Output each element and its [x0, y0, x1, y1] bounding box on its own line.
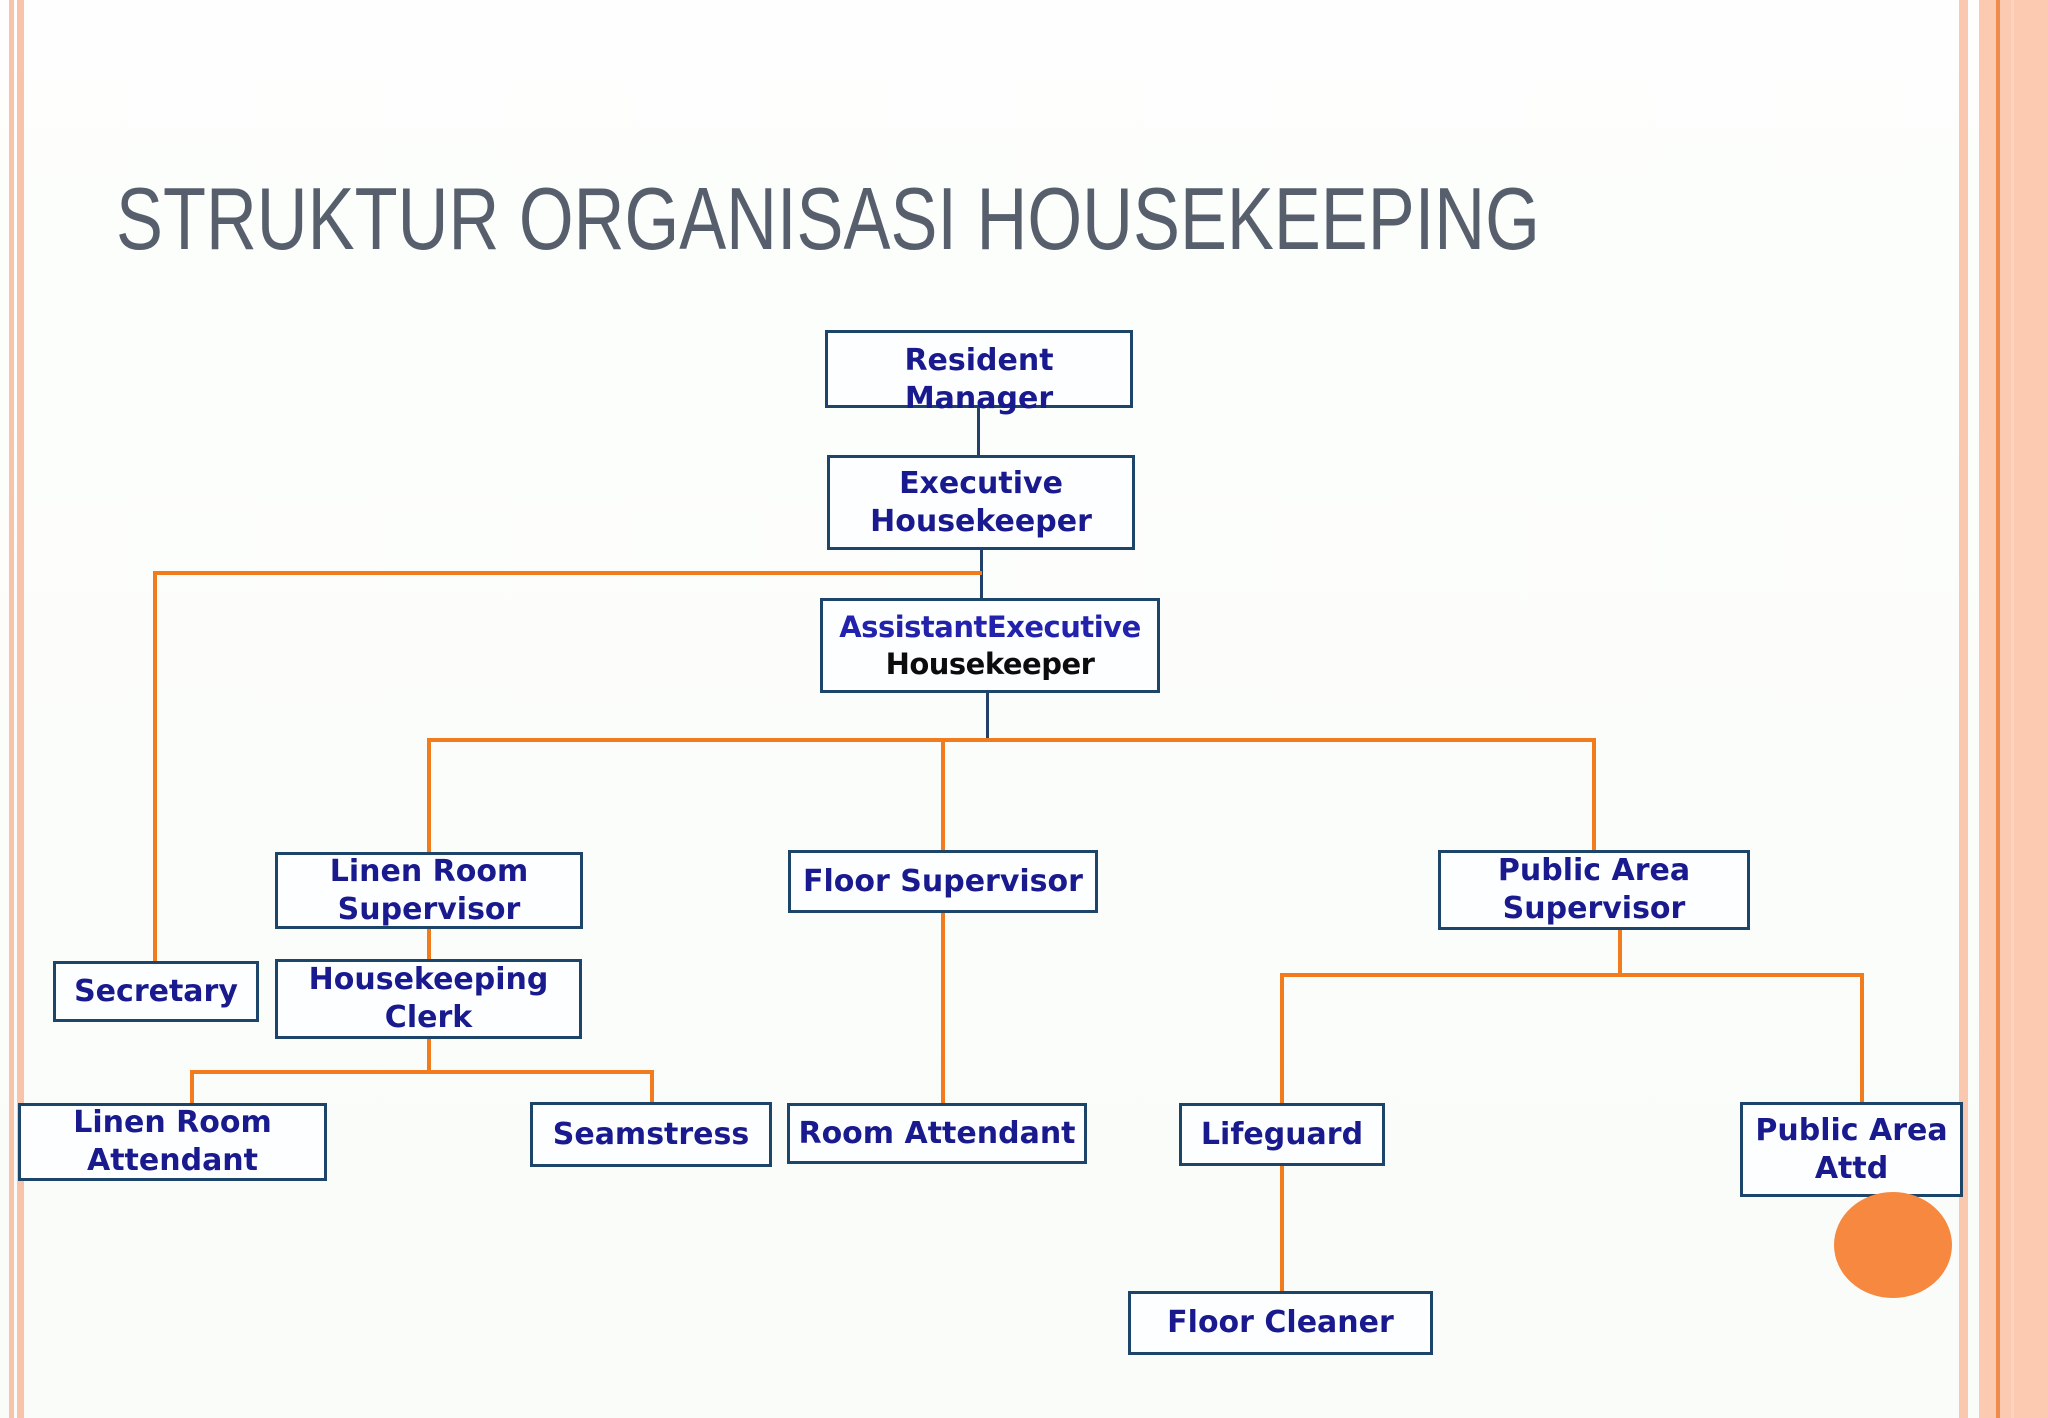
org-node-seamstress: Seamstress: [530, 1102, 772, 1167]
node-label: Supervisor: [1502, 891, 1686, 926]
node-label: Floor Supervisor: [803, 863, 1083, 899]
connector-to-linen-room-attendant: [190, 1070, 194, 1103]
node-label: Lifeguard: [1200, 1116, 1364, 1152]
node-label: Supervisor: [337, 891, 521, 927]
connector-to-linen-room-supervisor: [427, 738, 431, 852]
node-label: Housekeeper: [870, 503, 1092, 539]
left-border-stripe-thin: [9, 0, 14, 1418]
org-node-room-attendant: Room Attendant: [787, 1103, 1087, 1164]
org-node-resident-manager: Resident Manager: [825, 330, 1133, 416]
connector-supervisors-bar: [427, 738, 1596, 742]
org-node-lifeguard: Lifeguard: [1179, 1103, 1385, 1166]
connector-secretary-vertical: [153, 571, 157, 961]
node-label: Attendant: [86, 1143, 259, 1178]
org-node-linen-room-attendant: Linen Room Attendant: [18, 1103, 327, 1181]
node-label: Clerk: [384, 1000, 473, 1035]
connector-public-area-children-bar: [1280, 973, 1864, 977]
org-node-assistant-executive-housekeeper: AssistantExecutive Housekeeper: [820, 598, 1160, 693]
org-node-executive-housekeeper: Executive Housekeeper: [827, 455, 1135, 550]
org-node-secretary: Secretary: [53, 961, 259, 1022]
node-label: Linen Room: [329, 853, 529, 889]
connector-to-public-area-supervisor: [1592, 738, 1596, 850]
org-node-linen-room-supervisor: Linen Room Supervisor: [275, 852, 583, 929]
node-label: AssistantExecutive: [839, 609, 1141, 644]
org-node-floor-cleaner: Floor Cleaner: [1128, 1291, 1433, 1355]
page-title: STRUKTUR ORGANISASI HOUSEKEEPING: [116, 169, 1540, 268]
connector-linen-sup-to-clerk: [427, 929, 431, 959]
connector-to-floor-supervisor: [941, 738, 945, 850]
left-border-stripe-thick: [17, 0, 24, 1418]
right-border-stripe-thin: [1959, 0, 1968, 1418]
connector-assistant-to-branch-bar: [986, 693, 989, 740]
right-border-light-seam: [2011, 0, 2014, 1418]
connector-to-public-area-attd: [1860, 973, 1864, 1102]
org-node-floor-supervisor: Floor Supervisor: [788, 850, 1098, 913]
connector-resident-to-executive: [977, 408, 980, 455]
node-label: Resident Manager: [904, 343, 1054, 416]
orange-circle-decoration: [1834, 1192, 1952, 1298]
node-label: Public Area: [1497, 853, 1691, 889]
connector-floor-sup-to-room-attendant: [941, 913, 945, 1103]
connector-public-area-sup-down: [1618, 930, 1622, 973]
node-label: Attd: [1814, 1150, 1889, 1186]
node-label: Executive: [899, 465, 1063, 501]
node-label: Room Attendant: [798, 1115, 1076, 1151]
connector-to-lifeguard: [1280, 973, 1284, 1103]
node-label: Seamstress: [552, 1116, 750, 1152]
org-node-housekeeping-clerk: Housekeeping Clerk: [275, 959, 582, 1039]
node-label: Public Area: [1755, 1112, 1948, 1148]
node-label: Secretary: [74, 973, 238, 1009]
connector-clerk-down: [427, 1039, 431, 1070]
node-label: Housekeeping: [308, 962, 549, 998]
connector-lifeguard-to-floor-cleaner: [1280, 1166, 1284, 1291]
connector-to-seamstress: [650, 1070, 654, 1102]
node-label: Floor Cleaner: [1167, 1305, 1394, 1341]
right-border-dark-line: [1996, 0, 2000, 1418]
org-node-public-area-attd: Public Area Attd: [1740, 1102, 1963, 1197]
connector-clerk-children-bar: [190, 1070, 654, 1074]
connector-secretary-branch-horizontal: [155, 571, 982, 575]
node-label: Housekeeper: [885, 646, 1095, 681]
node-label: Linen Room: [73, 1105, 272, 1141]
org-node-public-area-supervisor: Public Area Supervisor: [1438, 850, 1750, 930]
